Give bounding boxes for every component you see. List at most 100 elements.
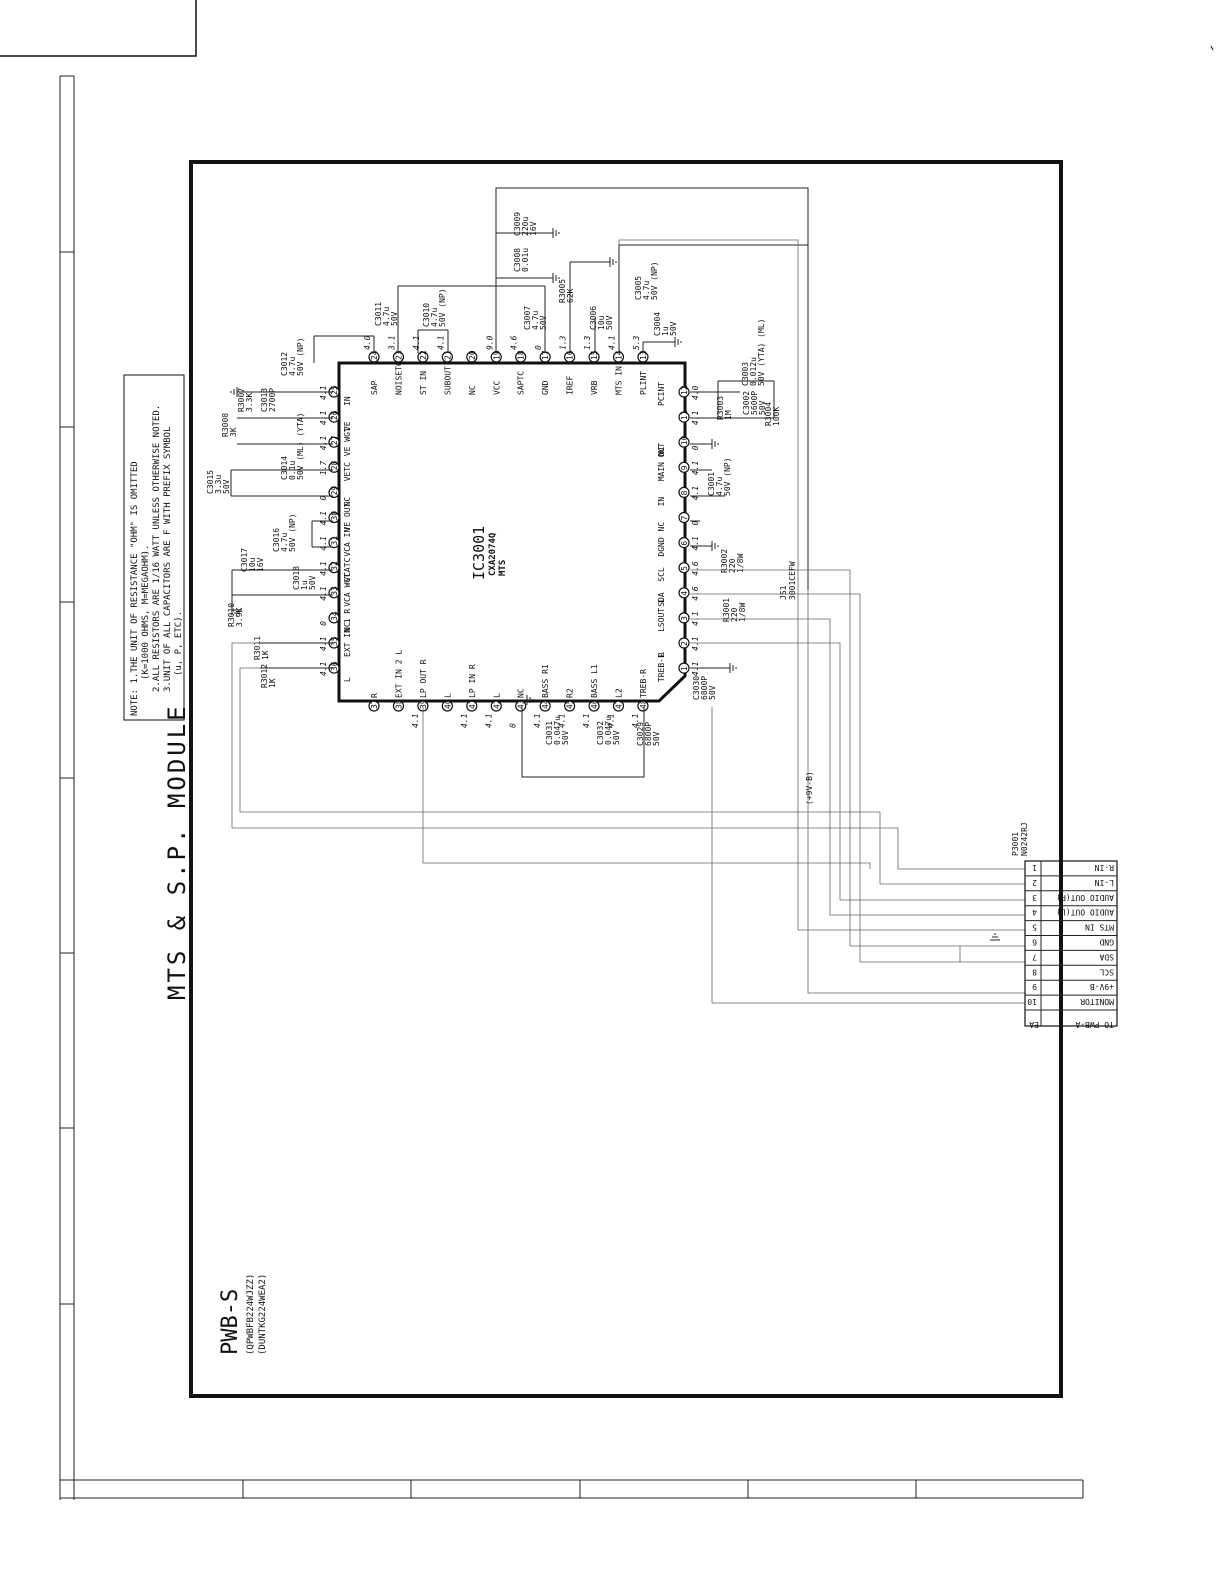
component-value: 4.7u xyxy=(715,477,724,496)
header-box xyxy=(0,0,197,57)
pin-label: L2 xyxy=(615,688,624,698)
pin-voltage: 9.0 xyxy=(485,335,494,350)
pin-number: 44 xyxy=(541,699,550,709)
pin-number: 7 xyxy=(680,516,689,521)
pin-voltage: 4.1 xyxy=(319,511,328,525)
component-rating: 50V (NP) xyxy=(288,513,297,552)
ground-symbols xyxy=(230,228,1000,941)
ic-pin xyxy=(328,486,340,498)
pin-label: L xyxy=(343,677,352,682)
connector-pin-name: +9V-B xyxy=(1090,982,1114,991)
pin-label: VE OUT xyxy=(343,502,352,531)
corner-tick xyxy=(1210,45,1214,51)
pin-label: NC xyxy=(657,446,666,456)
sheet-title: MTS & S.P. MODULE xyxy=(163,703,191,1000)
ic-pin xyxy=(612,700,625,712)
notes-box: NOTE: 1.THE UNIT OF RESISTANCE "OHM" IS … xyxy=(123,374,185,721)
component-rating: 1/8W xyxy=(736,554,745,573)
component-rating: 50V xyxy=(652,731,661,746)
pin-label: BASS R1 xyxy=(541,664,550,698)
component-rating: 50V (NP) xyxy=(723,457,732,496)
component-rating: 50V xyxy=(308,575,317,590)
connector-pin-number: 1 xyxy=(1032,863,1037,872)
pin-label: NC xyxy=(343,497,352,507)
component-value: 4.7u xyxy=(280,533,289,552)
component-ref: C3018 xyxy=(292,566,301,590)
ic-pin xyxy=(328,612,340,624)
pin-label: SUBOUT xyxy=(443,366,452,395)
pin-number: 10 xyxy=(680,435,689,445)
component-rating: 50V (NP) xyxy=(438,288,447,327)
pin-number: 29 xyxy=(330,486,339,496)
ic-pin xyxy=(678,436,690,448)
component-value: 4.7u xyxy=(531,311,540,330)
pin-label: SDA xyxy=(657,592,666,607)
board-name: PWB-S xyxy=(218,1289,243,1355)
pin-voltage: 4.1 xyxy=(691,486,700,500)
pin-label: SAPTC xyxy=(517,371,526,395)
connector-pin-number: 2 xyxy=(1032,878,1037,887)
pin-voltage: 0 xyxy=(534,345,543,350)
pin-number: 15 xyxy=(590,350,599,360)
ic-pin xyxy=(678,587,690,599)
component-value: 4.7u xyxy=(382,307,391,326)
pin-number: 24 xyxy=(370,350,379,360)
connector-pin-number: 5 xyxy=(1032,923,1037,932)
pin-number: 36 xyxy=(330,661,339,671)
component-ref: R3011 xyxy=(253,636,262,660)
pin-label: PLINT xyxy=(639,371,648,395)
pin-voltage: 4.1 xyxy=(436,336,445,350)
ic-pin xyxy=(515,351,527,363)
component-rating: 50V (ML) (YTA) xyxy=(296,413,305,480)
pin-label: VCATC xyxy=(343,557,352,581)
connector-pin-name: MONITOR xyxy=(1080,997,1114,1006)
component-ref: C3032 xyxy=(596,721,605,745)
pin-label: BASS L1 xyxy=(590,664,599,698)
ic-pin xyxy=(490,700,502,712)
pin-number: 16 xyxy=(566,350,575,360)
pin-voltage: 4.6 xyxy=(691,561,700,576)
board-label: PWB-S (QPWBFB224WJZZ) (DUNTKG224WEA2) xyxy=(218,1274,268,1355)
pin-label: IN xyxy=(657,497,666,507)
pin-number: 6 xyxy=(680,541,689,546)
pin-label: LP OUT R xyxy=(419,659,428,698)
pin-number: 48 xyxy=(639,699,648,709)
pin-voltage: 4.1 xyxy=(582,714,591,728)
component-ref: R3008 xyxy=(221,413,230,437)
pin-number: 35 xyxy=(330,636,339,646)
pin-label: TREB-L xyxy=(657,653,666,682)
connector-pin-name: SDA xyxy=(1099,952,1114,961)
component-value: 3.3u xyxy=(214,475,223,494)
pin-voltage: 4.1 xyxy=(608,336,617,350)
pin-label: GND xyxy=(541,380,550,395)
pin-voltage: 4.1 xyxy=(484,714,493,728)
ic-pin xyxy=(588,700,600,712)
pin-number: 38 xyxy=(394,699,403,709)
component-value: 220 xyxy=(728,558,737,573)
component-value: 220 xyxy=(730,607,739,622)
ic-pin xyxy=(678,662,690,674)
component-ref: C3001 xyxy=(707,472,716,496)
component-ref: C3005 xyxy=(634,276,643,300)
component-rating: 50V (NP) xyxy=(650,261,659,300)
component-ref: C3013 xyxy=(260,388,269,412)
ic-pin xyxy=(678,386,690,398)
pin-voltage: 0 xyxy=(691,445,700,450)
ic-pin xyxy=(466,700,478,712)
board-code-2: (DUNTKG224WEA2) xyxy=(258,1274,268,1355)
pin-label: NC xyxy=(343,622,352,632)
pin-voltage: 4.1 xyxy=(558,714,567,728)
component-rating: 50V xyxy=(222,479,231,494)
connector-pin-name: AUDIO OUT(R) xyxy=(1056,893,1114,902)
ic-pin xyxy=(392,700,405,712)
